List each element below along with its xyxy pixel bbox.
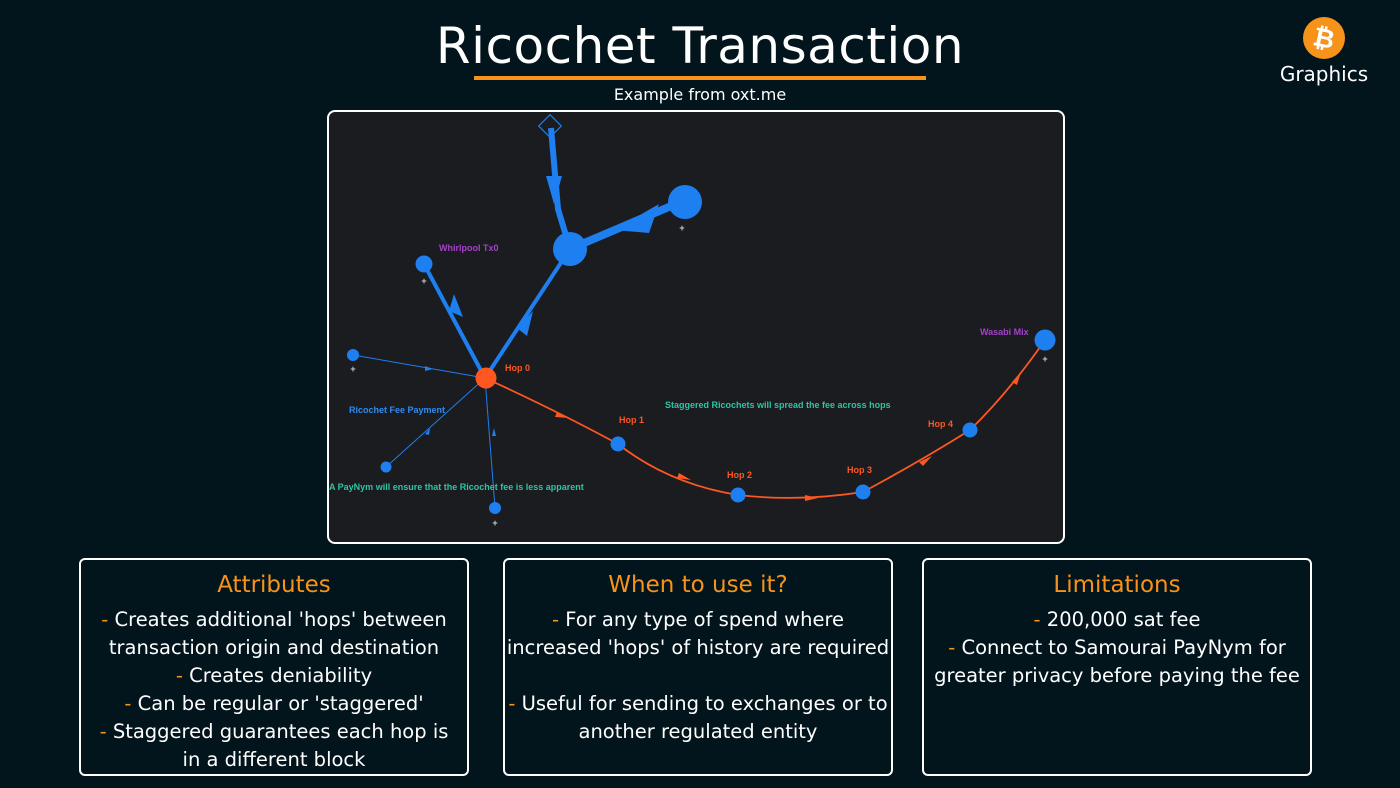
edge-fee-node	[385, 377, 486, 468]
label-hop1: Hop 1	[619, 415, 644, 425]
label-wasabi: Wasabi Mix	[980, 327, 1029, 337]
diamond-node	[537, 113, 563, 139]
edge-hop3-hop4	[862, 429, 971, 493]
bottom-input-node	[489, 502, 501, 514]
card-line: in a different block	[182, 748, 366, 771]
expand-marker: +	[421, 276, 426, 286]
spacer	[505, 662, 891, 690]
brand-logo: ₿ Graphics	[1272, 16, 1376, 86]
hop3-node	[855, 484, 871, 500]
input-edges	[352, 127, 685, 509]
card-line: - Staggered guarantees each hop is	[99, 720, 449, 743]
label-fee-payment: Ricochet Fee Payment	[349, 405, 445, 415]
ricochet-path	[484, 339, 1046, 501]
card-line: another regulated entity	[578, 720, 818, 743]
expand-marker: +	[1042, 354, 1047, 364]
label-staggered-note: Staggered Ricochets will spread the fee …	[665, 400, 891, 410]
label-hop2: Hop 2	[727, 470, 752, 480]
edge-bottom-input	[484, 377, 496, 509]
edge-left-input	[352, 354, 486, 379]
card-line: - For any type of spend where	[551, 608, 845, 631]
card-title: Limitations	[1053, 572, 1181, 598]
brand-label: Graphics	[1279, 62, 1369, 86]
attributes-card: Attributes - Creates additional 'hops' b…	[79, 558, 469, 776]
page-subtitle: Example from oxt.me	[613, 85, 787, 104]
card-line: transaction origin and destination	[108, 636, 440, 659]
label-paynym-note: A PayNym will ensure that the Ricochet f…	[329, 482, 584, 492]
graph-canvas: + + + + + Whirlpool Tx0 Hop 0 Hop 1 Hop …	[329, 113, 1056, 528]
page-title: Ricochet Transaction	[435, 17, 965, 75]
card-line: - Can be regular or 'staggered'	[124, 692, 424, 715]
when-to-use-card: When to use it? - For any type of spend …	[503, 558, 893, 776]
card-line: - 200,000 sat fee	[1033, 608, 1201, 631]
label-hop3: Hop 3	[847, 465, 872, 475]
card-line: greater privacy before paying the fee	[934, 664, 1300, 687]
hop0-node	[475, 367, 497, 389]
card-line: - Connect to Samourai PayNym for	[948, 636, 1286, 659]
left-input-node	[347, 349, 359, 361]
title-underline	[474, 76, 926, 80]
card-line: - Creates deniability	[175, 664, 373, 687]
bitcoin-icon: ₿	[1303, 17, 1345, 59]
edge-hop0-to-whirlpool	[422, 263, 487, 379]
expand-marker: +	[679, 223, 684, 233]
hop4-node	[962, 422, 978, 438]
hub-node	[553, 232, 587, 266]
graph-nodes	[347, 113, 1056, 514]
hop2-node	[730, 487, 746, 503]
edge-hop1-hop2	[617, 443, 739, 496]
edge-hop0-hop1	[484, 377, 619, 445]
edge-hop4-wasabi	[969, 339, 1046, 431]
edge-hop2-hop3	[737, 491, 864, 499]
card-title: Attributes	[217, 572, 331, 598]
label-whirlpool: Whirlpool Tx0	[439, 243, 499, 253]
card-line: - Creates additional 'hops' between	[101, 608, 447, 631]
fee-node	[380, 461, 392, 473]
large-input-node	[668, 185, 702, 219]
hop1-node	[610, 436, 626, 452]
label-hop4: Hop 4	[928, 419, 953, 429]
transaction-graph: + + + + + Whirlpool Tx0 Hop 0 Hop 1 Hop …	[327, 110, 1065, 544]
expand-marker: +	[492, 518, 497, 528]
edge-hub-to-hop0	[483, 247, 572, 380]
card-line: - Useful for sending to exchanges or to	[508, 692, 888, 715]
label-hop0: Hop 0	[505, 363, 530, 373]
limitations-card: Limitations - 200,000 sat fee - Connect …	[922, 558, 1312, 776]
expand-marker: +	[350, 364, 355, 374]
wasabi-node	[1034, 329, 1056, 351]
card-line: increased 'hops' of history are required	[506, 636, 890, 659]
whirlpool-node	[415, 255, 433, 273]
card-title: When to use it?	[608, 572, 788, 598]
